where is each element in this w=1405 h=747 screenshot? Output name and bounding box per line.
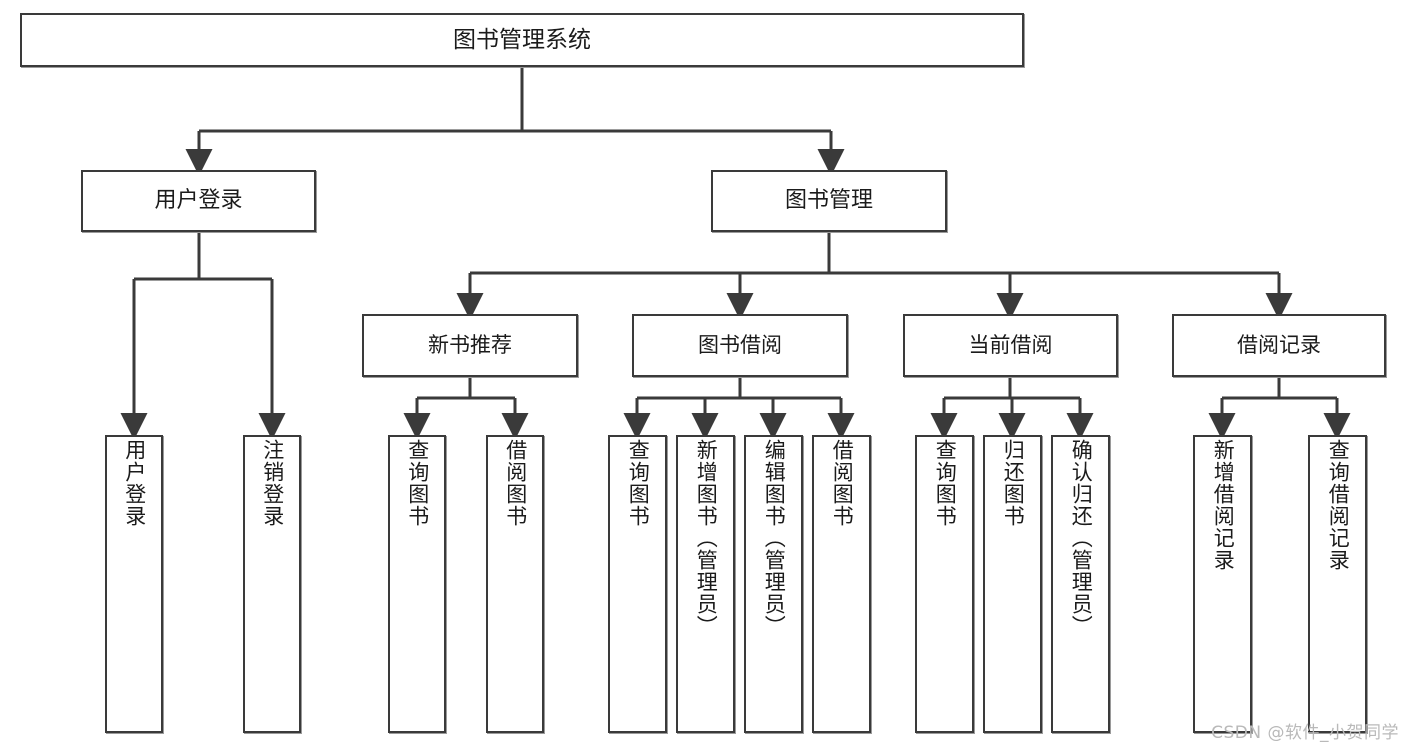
node-label: 图书借阅 bbox=[698, 332, 782, 357]
leaf-query-book-current[interactable]: 查询图书 bbox=[915, 435, 974, 733]
node-label: 确认归还（管理员） bbox=[1069, 439, 1094, 637]
leaf-confirm-return-admin[interactable]: 确认归还（管理员） bbox=[1051, 435, 1110, 733]
node-book-borrow[interactable]: 图书借阅 bbox=[632, 314, 848, 377]
node-root-system[interactable]: 图书管理系统 bbox=[20, 13, 1024, 67]
leaf-user-login[interactable]: 用户登录 bbox=[105, 435, 163, 733]
leaf-return-book[interactable]: 归还图书 bbox=[983, 435, 1042, 733]
node-label: 新增借阅记录 bbox=[1211, 439, 1236, 571]
leaf-borrow-book[interactable]: 借阅图书 bbox=[812, 435, 871, 733]
node-label: 借阅图书 bbox=[830, 439, 855, 527]
leaf-user-logout[interactable]: 注销登录 bbox=[243, 435, 301, 733]
node-label: 查询借阅记录 bbox=[1326, 439, 1351, 571]
node-label: 新增图书（管理员） bbox=[694, 439, 719, 637]
node-label: 当前借阅 bbox=[968, 332, 1053, 357]
node-label: 编辑图书（管理员） bbox=[762, 439, 787, 637]
leaf-query-book-borrow[interactable]: 查询图书 bbox=[608, 435, 667, 733]
node-label: 借阅图书 bbox=[503, 439, 528, 527]
leaf-add-borrow-record[interactable]: 新增借阅记录 bbox=[1193, 435, 1252, 733]
leaf-query-book-recommend[interactable]: 查询图书 bbox=[388, 435, 446, 733]
node-book-management[interactable]: 图书管理 bbox=[711, 170, 947, 232]
node-label: 图书管理系统 bbox=[453, 26, 591, 53]
node-label: 用户登录 bbox=[122, 439, 147, 527]
node-new-book-recommend[interactable]: 新书推荐 bbox=[362, 314, 578, 377]
leaf-query-borrow-record[interactable]: 查询借阅记录 bbox=[1308, 435, 1367, 733]
csdn-watermark: CSDN @软件_小贺同学 bbox=[1211, 723, 1399, 743]
node-current-borrow[interactable]: 当前借阅 bbox=[903, 314, 1118, 377]
node-borrow-record[interactable]: 借阅记录 bbox=[1172, 314, 1386, 377]
node-label: 查询图书 bbox=[933, 439, 958, 527]
leaf-add-book-admin[interactable]: 新增图书（管理员） bbox=[676, 435, 735, 733]
node-user-login[interactable]: 用户登录 bbox=[81, 170, 316, 232]
leaf-borrow-book-recommend[interactable]: 借阅图书 bbox=[486, 435, 544, 733]
node-label: 归还图书 bbox=[1001, 439, 1026, 527]
node-label: 图书管理 bbox=[784, 187, 873, 213]
node-label: 查询图书 bbox=[626, 439, 651, 527]
node-label: 查询图书 bbox=[405, 439, 430, 527]
node-label: 借阅记录 bbox=[1237, 332, 1321, 357]
node-label: 新书推荐 bbox=[428, 332, 512, 357]
node-label: 用户登录 bbox=[154, 187, 243, 213]
leaf-edit-book-admin[interactable]: 编辑图书（管理员） bbox=[744, 435, 803, 733]
node-label: 注销登录 bbox=[260, 439, 285, 527]
